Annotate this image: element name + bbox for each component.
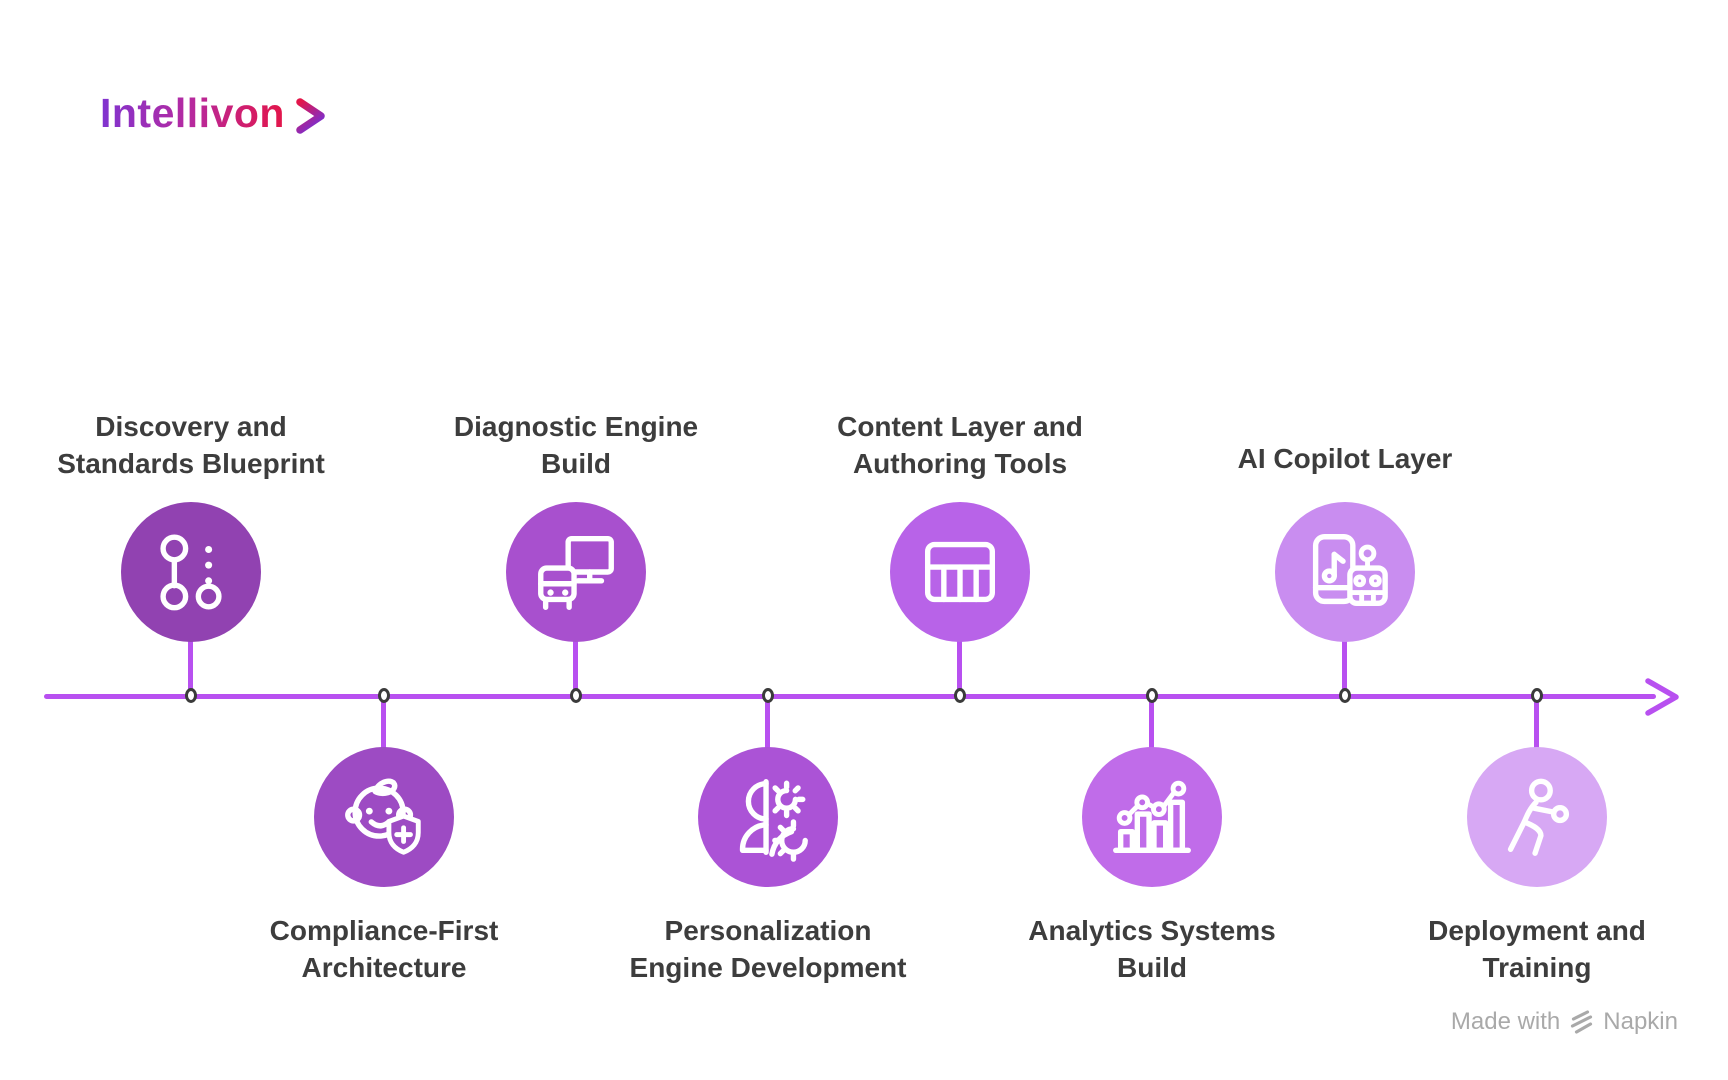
- connector-line: [1534, 698, 1539, 750]
- timeline-node-dot: [762, 688, 774, 703]
- timeline-node-dot: [378, 688, 390, 703]
- timeline-node-dot: [570, 688, 582, 703]
- milestone-title: Compliance-First Architecture: [269, 915, 499, 983]
- milestone-bubble: [1275, 502, 1415, 642]
- milestone-title: Discovery and Standards Blueprint: [57, 411, 325, 479]
- watermark-prefix: Made with: [1450, 1008, 1561, 1035]
- milestone-bubble: [890, 502, 1030, 642]
- monitor-device-icon: [538, 536, 614, 610]
- milestone-title: Diagnostic Engine Build: [453, 411, 699, 479]
- timeline-node-dot: [1146, 688, 1158, 703]
- table-layout-icon: [924, 541, 996, 603]
- milestone-bubble: [1467, 747, 1607, 887]
- milestone-title: Content Layer and Authoring Tools: [837, 411, 1083, 479]
- milestone-title: Analytics Systems Build: [1028, 915, 1276, 983]
- connector-line: [765, 698, 770, 750]
- milestone-bubble: [121, 502, 261, 642]
- milestone-bubble: [698, 747, 838, 887]
- timeline-node-dot: [954, 688, 966, 703]
- milestone-title: Deployment and Training: [1428, 915, 1646, 983]
- connector-line: [573, 636, 578, 696]
- brand-chevron-icon: [296, 97, 325, 134]
- phone-robot-icon: [1312, 534, 1388, 607]
- connector-line: [1342, 636, 1347, 696]
- watermark-brand: Napkin: [1603, 1008, 1678, 1035]
- timeline-node-dot: [1531, 688, 1543, 703]
- milestone-bubble: [314, 747, 454, 887]
- timeline-axis: [44, 694, 1656, 699]
- bar-chart-icon: [1113, 780, 1191, 853]
- milestone-bubble: [506, 502, 646, 642]
- napkin-logo-icon: [1571, 1010, 1593, 1034]
- connector-line: [957, 636, 962, 696]
- connector-line: [188, 636, 193, 696]
- timeline-node-dot: [185, 688, 197, 703]
- timeline-node-dot: [1339, 688, 1351, 703]
- milestone-title: Personalization Engine Development: [629, 915, 907, 983]
- brand-logo-text: Intellivon: [100, 90, 285, 136]
- connector-line: [1149, 698, 1154, 750]
- person-gears-icon: [739, 779, 808, 862]
- exercise-person-icon: [1507, 778, 1570, 856]
- timeline-arrowhead-icon: [1645, 678, 1679, 716]
- watermark: Made with Napkin: [1451, 1008, 1678, 1036]
- brand-logo: Intellivon: [100, 90, 327, 137]
- milestone-bubble: [1082, 747, 1222, 887]
- connector-line: [381, 698, 386, 750]
- milestones-icon: [160, 534, 222, 611]
- milestone-title: AI Copilot Layer: [1237, 443, 1453, 474]
- baby-shield-icon: [345, 778, 421, 855]
